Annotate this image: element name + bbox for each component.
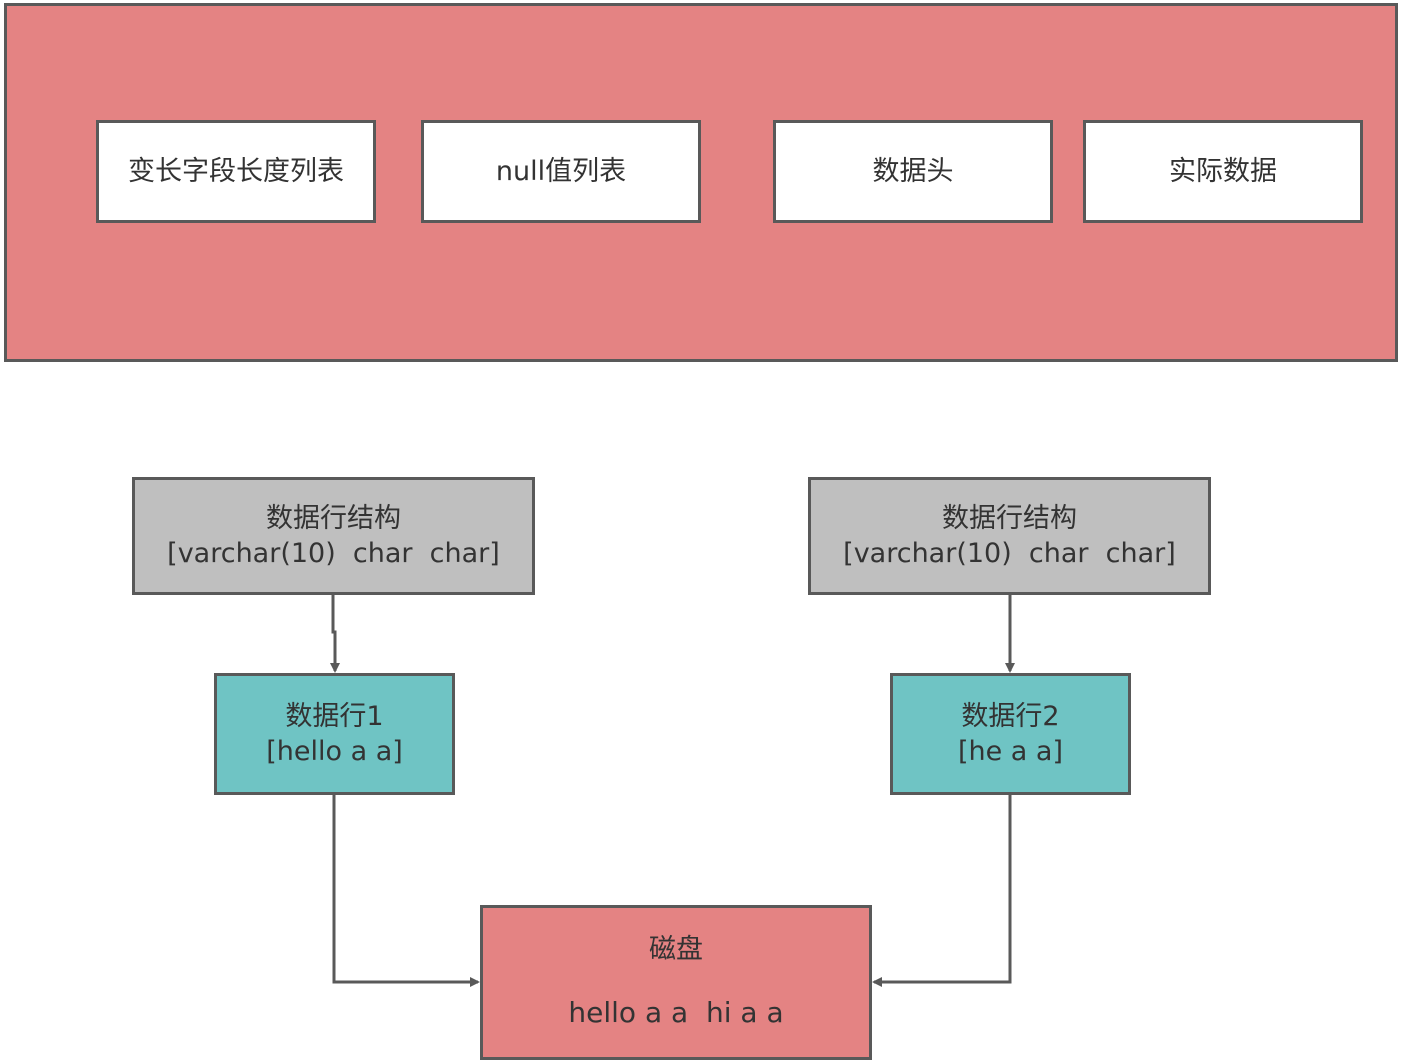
field-actual-data: 实际数据 [1083, 120, 1363, 223]
disk-box: 磁盘 hello a a hi a a [480, 905, 872, 1060]
data-row-1-box: 数据行1 [hello a a] [214, 673, 455, 795]
field-data-header: 数据头 [773, 120, 1053, 223]
data-row-2-value: [he a a] [957, 736, 1064, 767]
arrow-schema-left-to-row-1 [330, 595, 340, 673]
disk-content: hello a a hi a a [568, 996, 784, 1030]
field-actual-data-label: 实际数据 [1169, 155, 1277, 187]
arrow-row-1-to-disk [332, 795, 480, 987]
data-row-2-title: 数据行2 [961, 700, 1060, 732]
schema-right-title: 数据行结构 [942, 502, 1077, 534]
data-row-2-box: 数据行2 [he a a] [890, 673, 1131, 795]
schema-right-columns: [varchar(10) char char] [843, 538, 1176, 569]
disk-title: 磁盘 [649, 934, 703, 965]
schema-left-columns: [varchar(10) char char] [167, 538, 500, 569]
arrow-row-2-to-disk [872, 795, 1012, 987]
schema-left-title: 数据行结构 [266, 502, 401, 534]
field-null-value-list: null值列表 [421, 120, 701, 223]
field-data-header-label: 数据头 [872, 155, 954, 187]
field-variable-length-list: 变长字段长度列表 [96, 120, 376, 223]
field-variable-length-list-label: 变长字段长度列表 [128, 155, 344, 187]
data-row-1-title: 数据行1 [285, 700, 384, 732]
schema-box-left: 数据行结构 [varchar(10) char char] [132, 477, 535, 595]
field-null-value-list-label: null值列表 [495, 155, 627, 187]
data-row-1-value: [hello a a] [266, 736, 403, 767]
schema-box-right: 数据行结构 [varchar(10) char char] [808, 477, 1211, 595]
